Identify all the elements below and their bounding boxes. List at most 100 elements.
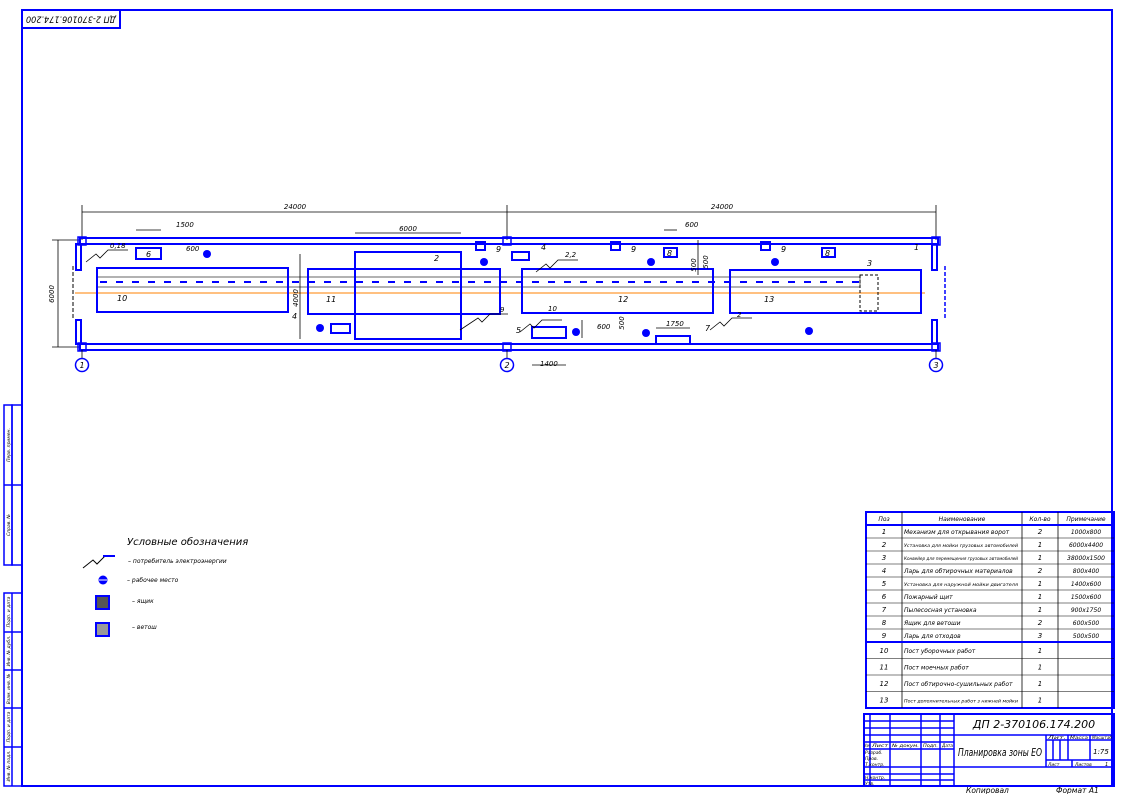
scale-value: 1:75	[1093, 748, 1109, 756]
table-cell-name: Пост обтирочно-сушильных работ	[904, 681, 1013, 688]
post-12	[521, 268, 714, 314]
col-label: Изм	[865, 743, 870, 749]
table-cell-note: 38000х1500	[1067, 555, 1105, 562]
table-cell-name: Механизм для открывания ворот	[904, 529, 1010, 536]
table-cell-name: Установка для мойки грузовых автомобилей	[904, 543, 1018, 549]
table-cell-name: Ларь для обтирочных материалов	[903, 568, 1013, 575]
doc-code: ДП 2-370106.174.200	[972, 718, 1095, 731]
table-cell-name: Конвейер для перемещения грузовых автомо…	[904, 556, 1018, 562]
lit-label: Лит.	[1046, 735, 1066, 741]
dim: 500	[618, 316, 626, 330]
post-13	[729, 269, 922, 314]
side-strip	[3, 404, 23, 787]
table-header: Кол-во	[1029, 516, 1050, 523]
pos-label: 9	[781, 245, 786, 254]
power-label: 10	[548, 305, 557, 313]
dim: 6000	[399, 225, 417, 233]
role-label: Разраб.	[865, 750, 883, 756]
table-cell-name: Ящик для ветоши	[903, 620, 961, 627]
col-label: Подп.	[923, 743, 938, 749]
table-cell-qty: 1	[1038, 554, 1042, 562]
table-header: Наименование	[939, 516, 986, 523]
mass-label: Масса	[1070, 735, 1088, 741]
table-cell-note: 1500х600	[1071, 594, 1101, 601]
dim: 600	[186, 245, 200, 253]
dim: 500	[690, 258, 698, 272]
copied-label: Копировал	[966, 786, 1009, 794]
dim: 600	[597, 323, 611, 331]
post-11	[307, 268, 501, 315]
col-label: Лист	[871, 743, 889, 749]
table-cell-note: 500х500	[1073, 633, 1100, 640]
power-label: 9	[500, 306, 505, 314]
title-block-text: ДП 2-370106.174.200 Планировка зоны ЕО Л…	[865, 718, 1113, 794]
strip-label: Подп. и дата	[6, 596, 12, 627]
col-label: № докум.	[891, 743, 919, 749]
table-cell-pos: 4	[882, 567, 886, 575]
table-cell-qty: 3	[1038, 632, 1042, 640]
dim-width: 6000	[48, 285, 56, 303]
pos-label: 10	[117, 294, 127, 303]
table-cell-note: 800х400	[1073, 568, 1100, 575]
table-cell-qty: 1	[1038, 663, 1042, 671]
table-cell-pos: 8	[882, 619, 887, 627]
table-cell-name: Пожарный щит	[904, 594, 953, 601]
pos-label: 4	[541, 243, 546, 252]
top-stamp-code: ДП 2-370106.174.200	[26, 14, 117, 24]
table-cell-pos: 11	[880, 663, 889, 671]
table-cell-note: 600х500	[1073, 620, 1100, 627]
power-label: 0,18	[110, 242, 126, 250]
pos-label: 12	[618, 295, 628, 304]
box-icon	[95, 595, 110, 610]
pos-label: 11	[326, 295, 336, 304]
table-cell-pos: 2	[882, 541, 887, 549]
table-cell-qty: 1	[1038, 647, 1042, 655]
table-cell-name: Пост дополнительных работ з нижней мойки	[904, 698, 1018, 704]
table-cell-pos: 6	[882, 593, 887, 601]
power-label: 2,2	[565, 251, 577, 259]
legend-item: – ветош	[132, 624, 157, 631]
table-cell-name: Пост уборочных работ	[904, 648, 976, 655]
dim: 500	[702, 255, 710, 269]
axis-label: 3	[933, 361, 938, 370]
table-cell-note: 6000х4400	[1069, 542, 1103, 549]
table-cell-pos: 7	[882, 606, 887, 614]
pos-label: 13	[764, 295, 774, 304]
table-cell-pos: 13	[880, 696, 889, 704]
pos-label: 9	[496, 245, 501, 254]
dim: 4000	[292, 289, 300, 307]
strip-label: Подп. и дата	[6, 711, 12, 742]
table-cell-qty: 1	[1038, 680, 1042, 688]
dim-span-1: 24000	[284, 203, 307, 211]
dim: 1400	[540, 360, 558, 368]
axis-label: 2	[504, 361, 509, 370]
table-header: Примечание	[1066, 516, 1105, 523]
table-cell-qty: 1	[1038, 580, 1042, 588]
legend-title: Условные обозначения	[127, 536, 248, 548]
sheets-label: Листов	[1074, 762, 1092, 768]
legend-item: – рабочее место	[127, 577, 179, 584]
post-10	[96, 267, 289, 313]
table-cell-qty: 1	[1038, 541, 1042, 549]
scale-label: Масштаб	[1092, 735, 1112, 741]
washer-2	[354, 251, 462, 340]
table-cell-name: Ларь для отходов	[903, 633, 961, 640]
table-cell-pos: 1	[882, 528, 886, 536]
pos-label: 2	[434, 254, 439, 263]
format-label: Формат А1	[1056, 786, 1099, 794]
table-cell-note: 900х1750	[1071, 607, 1101, 614]
pos-label: 5	[516, 326, 521, 335]
sheet-label: Лист	[1047, 762, 1060, 768]
table-cell-pos: 5	[882, 580, 887, 588]
table-cell-pos: 3	[882, 554, 886, 562]
table-cell-name: Пылесосная установка	[904, 607, 977, 614]
floor-plan: 24000 24000 6000	[48, 203, 946, 373]
power-label: 2	[737, 311, 742, 319]
strip-label: Инв. № подл.	[6, 750, 12, 781]
table-cell-pos: 9	[882, 632, 887, 640]
title-block	[863, 713, 1115, 787]
table-cell-qty: 1	[1038, 696, 1042, 704]
